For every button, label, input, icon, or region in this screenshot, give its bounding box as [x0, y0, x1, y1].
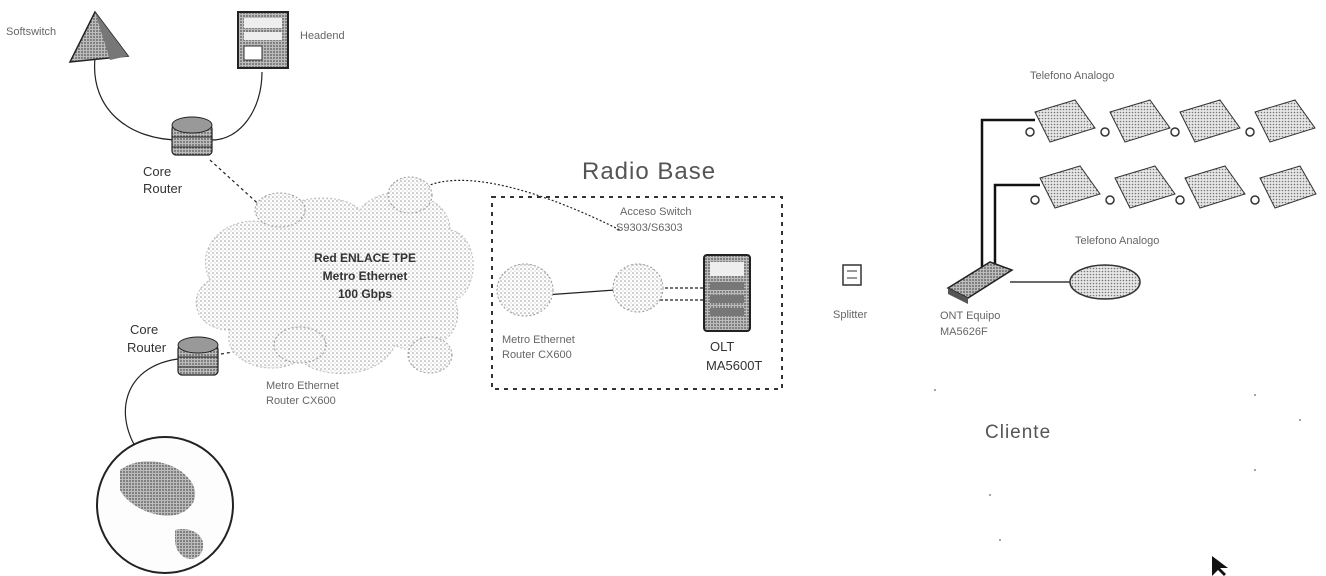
cloud-node-3: [274, 327, 326, 363]
label-access-switch-1: Acceso Switch: [620, 206, 692, 219]
label-access-switch-2: S9303/S6303: [616, 222, 683, 235]
label-metro-router-1: Metro Ethernet: [266, 380, 339, 393]
analog-phone-icon: [1026, 100, 1095, 142]
analog-phone-icon: [1251, 166, 1316, 208]
phones-bottom-row: [1031, 166, 1316, 208]
headend-icon: [238, 12, 288, 68]
label-headend: Headend: [300, 30, 345, 43]
analog-phone-icon: [1101, 100, 1170, 142]
link-cloud-radiobase: [420, 180, 620, 230]
link-softswitch-router: [95, 58, 180, 140]
label-core-router-top-2: Router: [143, 182, 182, 197]
label-red-enlace-3: 100 Gbps: [300, 288, 430, 302]
label-radio-base: Radio Base: [582, 158, 716, 186]
olt-chassis-icon: [704, 255, 750, 331]
label-core-router-bottom-2: Router: [127, 341, 166, 356]
label-softswitch: Softswitch: [6, 26, 56, 39]
analog-phone-icon: [1171, 100, 1240, 142]
analog-phone-icon: [1106, 166, 1175, 208]
splitter-icon: [843, 265, 861, 285]
softswitch-icon: [70, 12, 128, 62]
label-olt-2: MA5600T: [706, 359, 762, 374]
router-icon-top: [172, 117, 212, 155]
label-core-router-bottom-1: Core: [130, 323, 158, 338]
analog-phone-icon: [1031, 166, 1100, 208]
label-telefono-bottom: Telefono Analogo: [1075, 235, 1159, 248]
link-router-cloud: [210, 160, 265, 210]
label-radio-metro-router-2: Router CX600: [502, 349, 572, 362]
link-ont-phones-top: [982, 120, 1035, 278]
label-red-enlace-1: Red ENLACE TPE: [300, 252, 430, 266]
label-core-router-top-1: Core: [143, 165, 171, 180]
label-ont-2: MA5626F: [940, 326, 988, 339]
label-ont-1: ONT Equipo: [940, 310, 1000, 323]
label-telefono-top: Telefono Analogo: [1030, 70, 1114, 83]
label-red-enlace-2: Metro Ethernet: [300, 270, 430, 284]
router-icon-bottom: [178, 337, 218, 375]
cloud-node-4: [408, 337, 452, 373]
cloud-node-2: [388, 177, 432, 213]
cloud-node-1: [255, 193, 305, 227]
ont-device-icon: [948, 262, 1012, 304]
link-headend-router: [212, 72, 262, 140]
label-radio-metro-router-1: Metro Ethernet: [502, 334, 575, 347]
label-olt-1: OLT: [710, 340, 734, 355]
phones-top-row: [1026, 100, 1315, 142]
analog-phone-icon: [1246, 100, 1315, 142]
analog-phone-icon: [1176, 166, 1245, 208]
link-ont-phones-bottom: [995, 185, 1040, 278]
label-cliente: Cliente: [985, 422, 1051, 444]
cursor-arrow-icon: [1212, 556, 1228, 576]
link-radio-metro-switch: [545, 290, 615, 295]
cloud-icon-access-switch: [613, 264, 663, 312]
globe-icon: [97, 437, 233, 573]
cloud-icon-client: [1070, 265, 1140, 299]
cloud-icon-radio-router: [497, 264, 553, 316]
label-metro-router-2: Router CX600: [266, 395, 336, 408]
label-splitter: Splitter: [833, 309, 867, 322]
